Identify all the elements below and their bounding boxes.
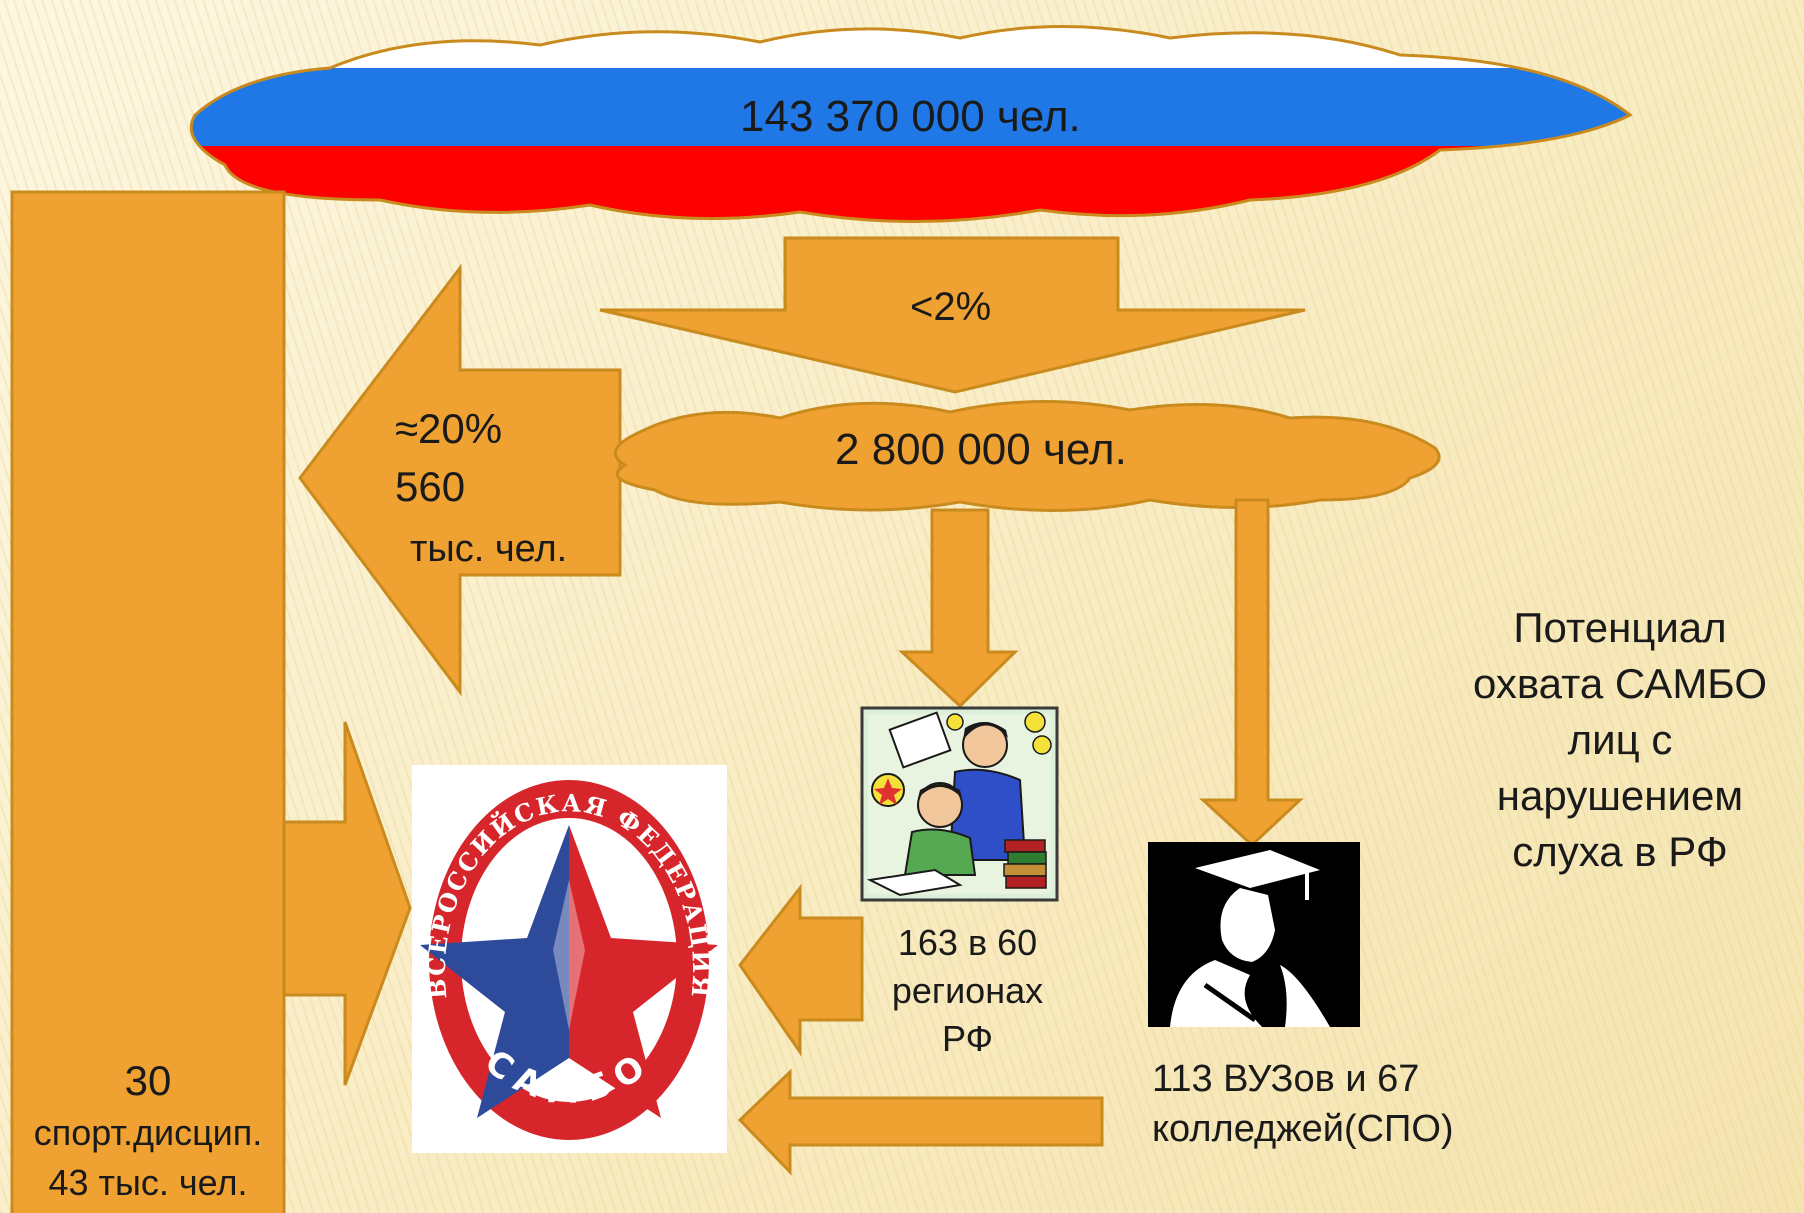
schools-line2: регионах	[891, 970, 1044, 1011]
side-note-line: слуха в РФ	[1512, 828, 1728, 875]
total-population-label: 143 370 000 чел.	[740, 92, 1081, 141]
sports-label: спорт.дисцип.	[33, 1112, 263, 1153]
schools-to-logo-arrow	[738, 883, 864, 1057]
sports-count: 30	[124, 1057, 172, 1104]
sambo-logo	[412, 765, 727, 1153]
schools-line1: 163 в 60	[897, 922, 1038, 963]
side-note-line: охвата САМБО	[1472, 660, 1768, 707]
side-note: Потенциал охвата САМБО лиц с нарушением …	[1445, 600, 1795, 880]
down-arrow-schools	[898, 508, 1019, 709]
side-note-line: лиц с	[1567, 716, 1673, 763]
universities-line1: 113 ВУЗов и 67	[1152, 1058, 1420, 1100]
sports-people: 43 тыс. чел.	[48, 1162, 248, 1203]
universities-line2: колледжей(СПО)	[1152, 1108, 1454, 1150]
down-arrow-universities	[1199, 498, 1304, 848]
side-note-line: Потенциал	[1513, 604, 1727, 651]
share-left-num-label: 560	[395, 463, 466, 510]
sports-disciplines-bar	[10, 190, 286, 1213]
students-studying-icon	[860, 706, 1059, 902]
share-left-unit-label: тыс. чел.	[410, 528, 568, 570]
down-arrow-main	[599, 236, 1306, 394]
share-left-pct-label: ≈20%	[395, 405, 503, 452]
share-down-label: <2%	[910, 285, 992, 329]
bar-to-logo-arrow	[282, 721, 412, 1086]
graduate-silhouette-icon	[1148, 842, 1360, 1027]
schools-line3: РФ	[942, 1018, 993, 1059]
hearing-impaired-cloud	[613, 400, 1441, 512]
side-note-line: нарушением	[1496, 772, 1744, 819]
hearing-impaired-label: 2 800 000 чел.	[835, 425, 1127, 474]
universities-to-logo-arrow	[737, 1068, 1104, 1176]
